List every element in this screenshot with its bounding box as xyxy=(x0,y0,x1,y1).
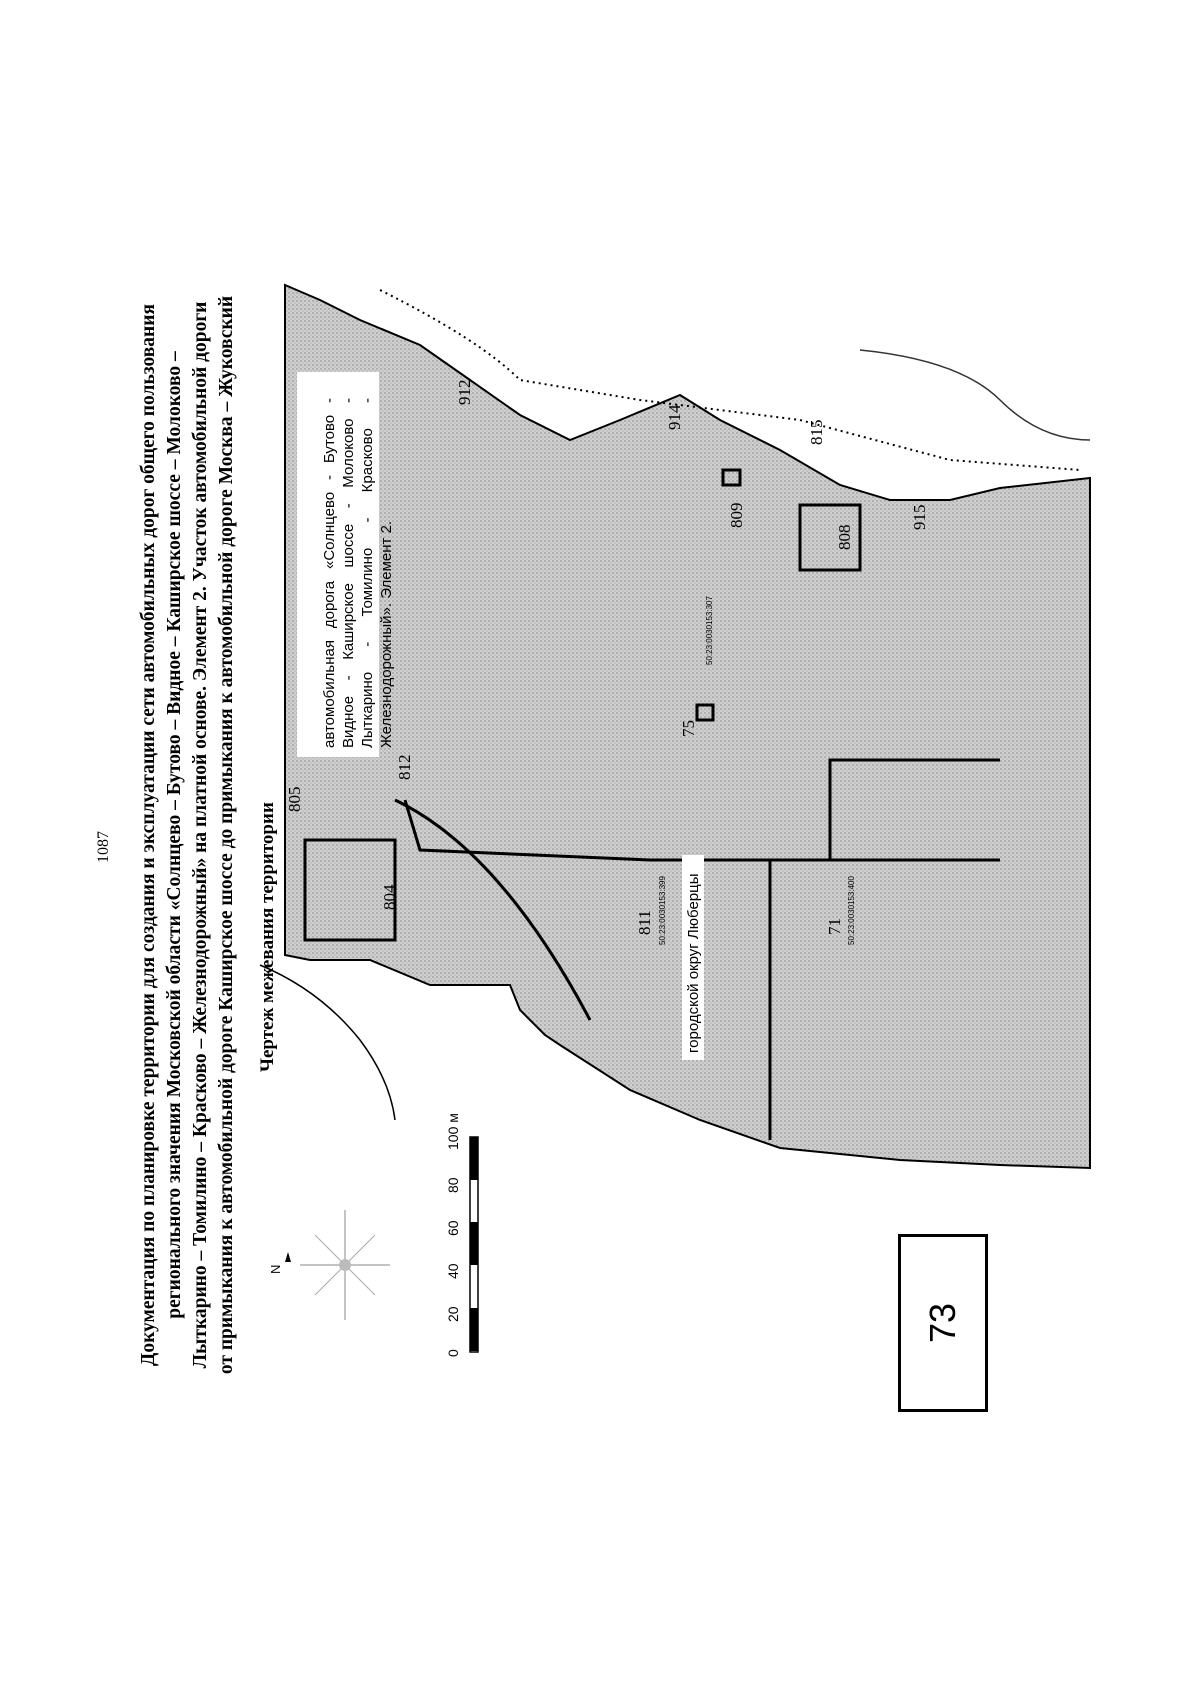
scale-tick-60: 60 xyxy=(445,1220,461,1236)
road-label: автомобильная дорога «Солнцево - Бутово … xyxy=(321,398,395,748)
cad-811: 50:23:0030153:399 xyxy=(658,875,667,945)
river-outline xyxy=(859,349,1091,441)
scale-tick-0: 0 xyxy=(445,1349,461,1357)
parcel-808: 808 xyxy=(835,525,854,551)
north-letter: N xyxy=(268,1265,283,1274)
district-label: городской округ Люберцы xyxy=(685,873,702,1053)
road-label-bg xyxy=(297,372,379,757)
scale-bar xyxy=(469,1136,479,1353)
page-badge: 73 xyxy=(898,1234,988,1412)
district-label-bg xyxy=(682,855,704,1060)
dotted-boundary xyxy=(379,289,1081,471)
cad-71: 50:23:0030153:400 xyxy=(847,875,856,945)
parcel-804: 804 xyxy=(380,884,399,910)
scale-tick-100: 100 м xyxy=(445,1113,461,1150)
territory-area xyxy=(284,283,1091,1170)
scale-tick-20: 20 xyxy=(445,1306,461,1322)
parcel-809: 809 xyxy=(727,503,746,529)
parcel-815: 815 xyxy=(807,420,826,446)
parcel-811: 811 xyxy=(635,910,654,935)
parcel-75: 75 xyxy=(679,720,698,737)
boundary-809 xyxy=(721,468,742,487)
parcel-71: 71 xyxy=(825,918,844,935)
boundary-75 xyxy=(695,703,715,722)
parcel-912: 912 xyxy=(455,380,474,406)
parcel-914: 914 xyxy=(665,404,684,430)
boundary-812-b xyxy=(394,798,592,1021)
page-badge-number: 73 xyxy=(922,1302,963,1344)
scale-tick-40: 40 xyxy=(445,1263,461,1279)
boundary-805 xyxy=(303,838,397,942)
north-arrow: N xyxy=(268,1210,390,1320)
boundary-71 xyxy=(828,758,1000,860)
parcel-812: 812 xyxy=(395,755,414,781)
shoreline xyxy=(259,964,396,1121)
cad-road: 50:23:0030153:307 xyxy=(705,595,714,665)
boundary-808 xyxy=(798,503,862,572)
parcel-915: 915 xyxy=(910,505,929,531)
scale-tick-80: 80 xyxy=(445,1177,461,1193)
parcel-805: 805 xyxy=(285,787,304,813)
